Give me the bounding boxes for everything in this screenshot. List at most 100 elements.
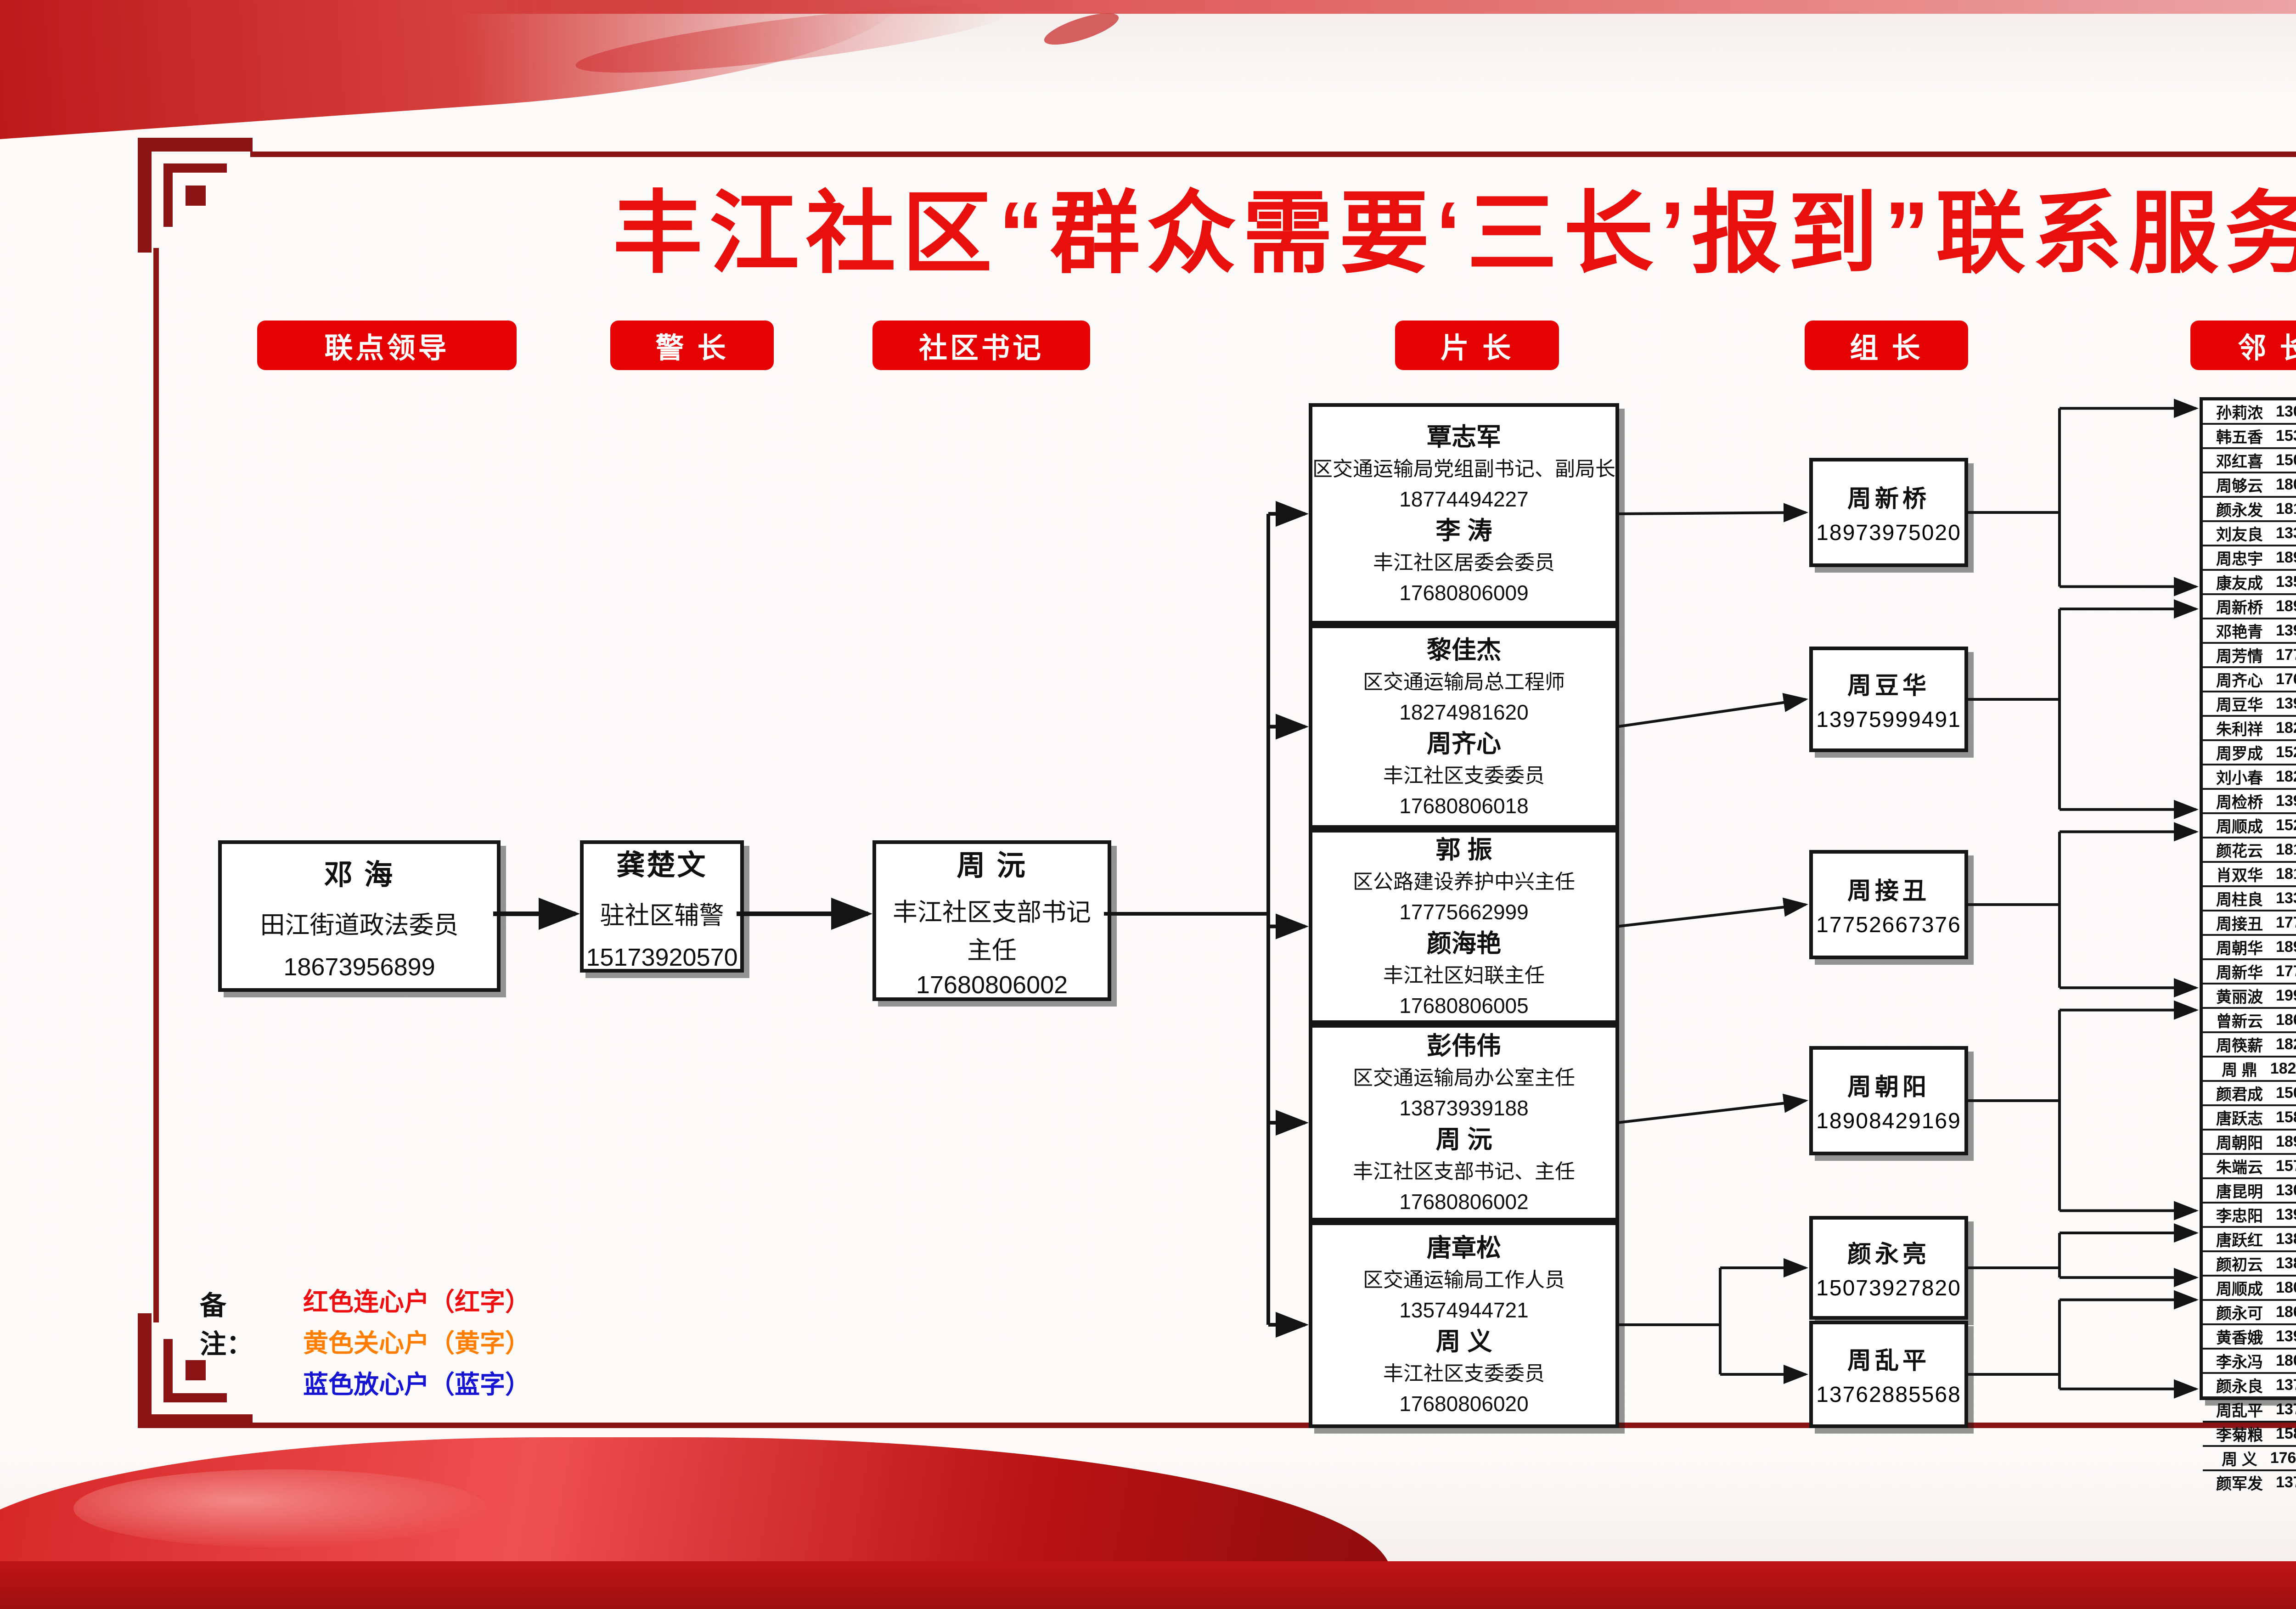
- linzhang-phone: 18908429169: [2275, 1133, 2296, 1150]
- linzhang-name: 周 义: [2222, 1451, 2257, 1468]
- bottom-red-band-decoration: [0, 1561, 2296, 1609]
- legend-item: 蓝色放心户（蓝字）: [303, 1370, 531, 1399]
- linzhang-phone: 17680806020: [2270, 1449, 2296, 1467]
- column-header-badge: 联点领导: [257, 321, 517, 370]
- linzhang-name: 李忠阳: [2216, 1208, 2263, 1225]
- linzhang-row: 周新华17773938635: [2203, 960, 2296, 985]
- person-role: 田江街道政法委员: [260, 911, 459, 939]
- person-phone: 13762885568: [1816, 1383, 1961, 1407]
- linzhang-phone: 13789188721: [2275, 1376, 2296, 1394]
- linzhang-phone: 13332593818: [2275, 889, 2296, 907]
- linzhang-phone: 15073932833: [2275, 1084, 2296, 1102]
- person-name: 黎佳杰: [1427, 636, 1501, 664]
- linzhang-phone: 13874256028: [2275, 1255, 2296, 1272]
- linzhang-phone: 18166151050: [2275, 841, 2296, 858]
- linzhang-row: 韩五香15386390527: [2203, 425, 2296, 449]
- linzhang-name: 颜永良: [2216, 1378, 2263, 1395]
- person-name: 周朝阳: [1847, 1074, 1930, 1101]
- frame-corner-ornament: [138, 138, 253, 253]
- linzhang-row: 颜花云 18166151050: [2203, 838, 2296, 863]
- person-name: 周乱平: [1847, 1348, 1930, 1374]
- linzhang-phone: 18273900736: [2275, 719, 2296, 737]
- linzhang-phone: 13574901601: [2275, 573, 2296, 591]
- linzhang-row: 黄丽波19976949505: [2203, 985, 2296, 1009]
- person-role: 区交通运输局办公室主任: [1353, 1067, 1575, 1089]
- person-role: 区交通运输局工作人员: [1363, 1269, 1565, 1291]
- linzhang-name: 周 鼎: [2222, 1062, 2257, 1079]
- linzhang-phone: 18673912943: [2275, 1303, 2296, 1321]
- linzhang-row: 周罗成15207392534: [2203, 741, 2296, 765]
- linzhang-row: 颜初云13874256028: [2203, 1252, 2296, 1277]
- person-phone: 18673956899: [283, 953, 435, 981]
- linzhang-row: 周朝华18973979090: [2203, 936, 2296, 960]
- person-role: 驻社区辅警: [600, 901, 724, 929]
- linzhang-row: 朱端云 15774017735: [2203, 1155, 2296, 1179]
- person-name: 周豆华: [1847, 673, 1930, 699]
- linzhang-table: 孙莉浓13007399582韩五香15386390527邓红喜150809167…: [2200, 397, 2296, 1493]
- linzhang-name: 李菊粮: [2216, 1427, 2263, 1444]
- linzhang-row: 周顺成18073969953: [2203, 1277, 2296, 1301]
- linzhang-row: 周柱良 13332593818: [2203, 887, 2296, 911]
- linzhang-phone: 13007399582: [2275, 403, 2296, 420]
- legend-item: 黄色关心户（黄字）: [303, 1329, 531, 1357]
- linzhang-name: 周新桥: [2216, 599, 2263, 617]
- linzhang-phone: 18973958335: [2275, 549, 2296, 566]
- column-header-badge: 邻 长: [2190, 321, 2296, 370]
- red-ribbon-highlight: [73, 1469, 487, 1547]
- org-box-liandian-leader: 邓 海 田江街道政法委员 18673956899: [218, 840, 501, 992]
- linzhang-phone: 18973975020: [2275, 597, 2296, 615]
- linzhang-name: 邓艳青: [2216, 624, 2263, 641]
- person-name: 龚楚文: [616, 849, 708, 881]
- linzhang-phone: 13762850515: [2275, 1474, 2296, 1491]
- linzhang-row: 唐昆明13037392698: [2203, 1179, 2296, 1204]
- linzhang-row: 周芳情17773977575: [2203, 644, 2296, 668]
- linzhang-phone: 13975935912: [2275, 1328, 2296, 1345]
- linzhang-name: 周新华: [2216, 964, 2263, 982]
- linzhang-name: 李永冯: [2216, 1354, 2263, 1371]
- linzhang-phone: 17752667376: [2275, 914, 2296, 931]
- linzhang-row: 周检桥13975949529: [2203, 790, 2296, 814]
- linzhang-phone: 18973979090: [2275, 938, 2296, 956]
- linzhang-name: 周筷薪: [2216, 1037, 2263, 1055]
- linzhang-phone: 13378995055: [2275, 524, 2296, 542]
- person-phone: 17680806009: [1399, 581, 1529, 605]
- linzhang-name: 周检桥: [2216, 794, 2263, 811]
- person-phone: 15073927820: [1816, 1276, 1961, 1300]
- linzhang-phone: 15774017735: [2275, 1157, 2296, 1175]
- linzhang-name: 周接丑: [2216, 916, 2263, 933]
- linzhang-name: 康友成: [2216, 575, 2263, 592]
- linzhang-name: 刘友良: [2216, 526, 2263, 544]
- linzhang-name: 周柱良: [2216, 891, 2263, 909]
- linzhang-phone: 17680806018: [2275, 670, 2296, 688]
- linzhang-name: 朱端云: [2216, 1159, 2263, 1176]
- linzhang-row: 颜君成15073932833: [2203, 1082, 2296, 1106]
- linzhang-name: 颜花云: [2216, 843, 2263, 860]
- linzhang-phone: 13975999491: [2275, 695, 2296, 712]
- linzhang-row: 康友成 13574901601: [2203, 571, 2296, 595]
- linzhang-name: 周豆华: [2216, 697, 2263, 714]
- person-role: 区公路建设养护中兴主任: [1353, 870, 1575, 893]
- linzhang-name: 刘小春: [2216, 770, 2263, 787]
- org-box-secretary: 周 沅 丰江社区支部书记 主任 17680806002: [872, 840, 1111, 1001]
- person-role: 主任: [967, 937, 1017, 964]
- linzhang-name: 周芳情: [2216, 648, 2263, 665]
- linzhang-name: 黄香娥: [2216, 1329, 2263, 1347]
- person-phone: 18973975020: [1816, 521, 1961, 545]
- linzhang-row: 孙莉浓13007399582: [2203, 400, 2296, 425]
- person-phone: 13574944721: [1399, 1298, 1529, 1322]
- linzhang-row: 邓红喜15080916767: [2203, 449, 2296, 473]
- linzhang-phone: 18073969953: [2275, 1279, 2296, 1296]
- linzhang-row: 周忠宇18973958335: [2203, 546, 2296, 571]
- linzhang-name: 唐跃志: [2216, 1110, 2263, 1128]
- linzhang-row: 邓艳青13908429481: [2203, 619, 2296, 644]
- linzhang-phone: 15842930852: [2275, 1425, 2296, 1442]
- person-name: 覃志军: [1427, 423, 1501, 451]
- linzhang-name: 周乱平: [2216, 1402, 2263, 1420]
